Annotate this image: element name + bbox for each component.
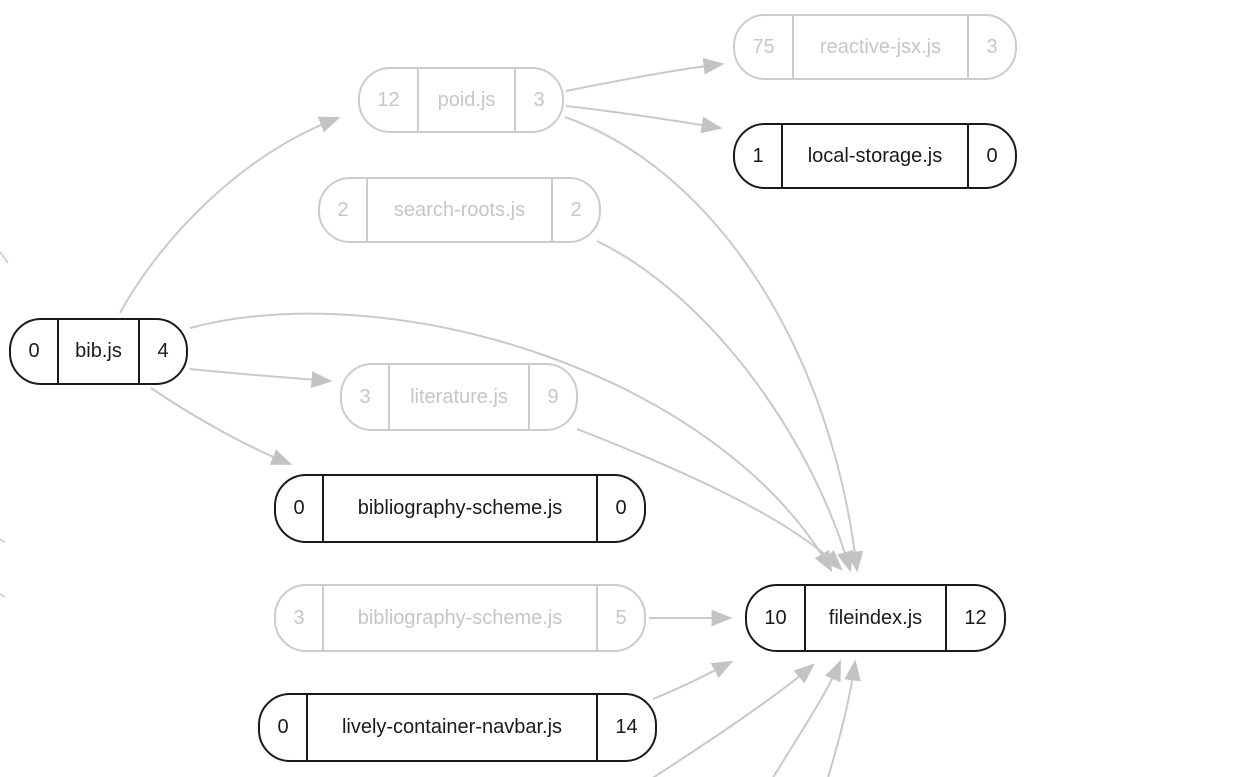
node-in-count: 2 <box>320 179 368 241</box>
node-in-count: 0 <box>11 320 59 383</box>
edge-bottom-2-to-fileindex <box>772 659 841 777</box>
node-out-count: 3 <box>967 16 1015 78</box>
clipped-edge-stub-1 <box>0 251 9 264</box>
edge-bib-to-bibliography-scheme <box>150 387 293 465</box>
node-label: bib.js <box>75 340 122 362</box>
node-in-count: 3 <box>276 586 324 650</box>
node-label: search-roots.js <box>393 198 526 221</box>
node-out-count: 3 <box>514 69 562 131</box>
node-in-count: 0 <box>260 695 308 760</box>
node-out-count: 4 <box>138 320 186 383</box>
node-out-count: 0 <box>967 125 1015 187</box>
edge-poid-to-fileindex <box>564 116 864 573</box>
node-reactive-jsx-js[interactable]: 75 reactive-jsx.js 3 <box>733 14 1017 80</box>
node-label: local-storage.js <box>807 144 943 167</box>
node-out-count: 9 <box>528 365 576 429</box>
clipped-edge-stub-2 <box>0 538 6 543</box>
node-search-roots-js[interactable]: 2 search-roots.js 2 <box>318 177 601 243</box>
edge-literature-to-fileindex <box>576 428 843 571</box>
node-in-count: 75 <box>735 16 794 78</box>
node-out-count: 2 <box>551 179 599 241</box>
node-out-count: 0 <box>596 476 644 541</box>
node-in-count: 12 <box>360 69 419 131</box>
node-local-storage-js[interactable]: 1 local-storage.js 0 <box>733 123 1017 189</box>
node-bibliography-scheme-js[interactable]: 0 bibliography-scheme.js 0 <box>274 474 646 543</box>
clipped-edge-stub-3 <box>0 593 6 598</box>
edge-poid-to-local-storage <box>565 105 723 134</box>
node-label: literature.js <box>410 385 508 408</box>
node-label: reactive-jsx.js <box>819 35 942 58</box>
node-in-count: 1 <box>735 125 783 187</box>
edge-poid-to-reactive-jsx <box>565 57 725 92</box>
node-label: lively-container-navbar.js <box>341 716 563 738</box>
node-lively-container-navbar-js[interactable]: 0 lively-container-navbar.js 14 <box>258 693 657 762</box>
node-label: bibliography-scheme.js <box>357 606 563 629</box>
node-out-count: 14 <box>596 695 655 760</box>
edge-bottom-1-to-fileindex <box>652 663 815 777</box>
edge-navbar-to-fileindex <box>652 660 734 700</box>
node-bibliography-scheme-js-2[interactable]: 3 bibliography-scheme.js 5 <box>274 584 646 652</box>
node-out-count: 5 <box>596 586 644 650</box>
edge-bib-to-poid <box>119 116 341 314</box>
edge-bib-to-literature <box>189 368 333 388</box>
edge-bib-to-fileindex <box>189 312 833 573</box>
node-label: fileindex.js <box>828 606 923 629</box>
node-in-count: 3 <box>342 365 390 429</box>
node-fileindex-js[interactable]: 10 fileindex.js 12 <box>745 584 1006 652</box>
node-in-count: 10 <box>747 586 806 650</box>
node-poid-js[interactable]: 12 poid.js 3 <box>358 67 564 133</box>
node-label: poid.js <box>437 88 496 111</box>
node-label: bibliography-scheme.js <box>357 497 563 519</box>
node-in-count: 0 <box>276 476 324 541</box>
edge-bottom-3-to-fileindex <box>827 659 861 777</box>
node-literature-js[interactable]: 3 literature.js 9 <box>340 363 578 431</box>
node-out-count: 12 <box>945 586 1004 650</box>
node-bib-js[interactable]: 0 bib.js 4 <box>9 318 188 385</box>
edge-search-roots-to-fileindex <box>596 240 854 573</box>
